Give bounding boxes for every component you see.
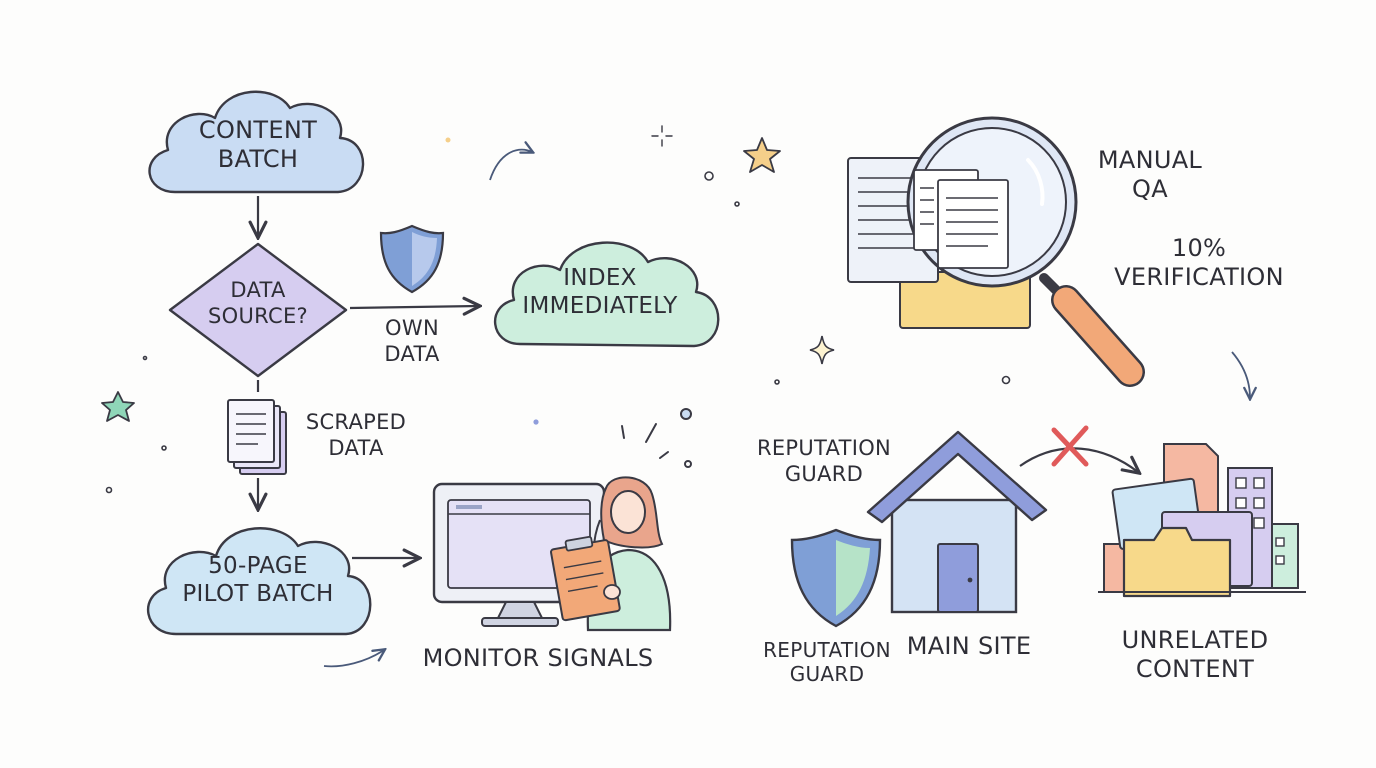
reputation-guard-bottom-line: REPUTATION — [763, 638, 891, 662]
content-batch-label-line: CONTENT — [198, 116, 318, 144]
reputation-guard-top-line: GUARD — [784, 461, 864, 486]
content-batch-label-line: BATCH — [217, 145, 299, 174]
sparkle-icon — [651, 125, 673, 147]
star-icon — [101, 391, 135, 422]
index-immediately-label: INDEX IMMEDIATELY — [502, 264, 698, 320]
decorative-dots — [105, 137, 1011, 494]
manual-qa-label-line: QA — [1132, 175, 1168, 204]
pilot-batch-cloud-icon — [147, 527, 372, 636]
manual-qa-label: MANUAL QA — [1080, 146, 1220, 205]
unrelated-content-label-line: UNRELATED — [1121, 626, 1269, 654]
own-data-label: OWN DATA — [372, 316, 452, 367]
decision-label-line: SOURCE? — [208, 303, 308, 328]
magnifier-icon — [847, 116, 1145, 387]
reputation-guard-top-label: REPUTATION GUARD — [746, 436, 902, 487]
pilot-batch-label-line: 50-PAGE — [208, 553, 308, 579]
sparkle-icon — [809, 335, 835, 365]
verification-label: 10% VERIFICATION — [1106, 234, 1292, 293]
main-site-label: MAIN SITE — [906, 632, 1032, 660]
decision-label: DATA SOURCE? — [188, 278, 328, 329]
decision-diamond-icon — [168, 242, 348, 378]
content-batch-label: CONTENT BATCH — [175, 116, 341, 175]
reputation-guard-bottom-line: GUARD — [789, 662, 865, 687]
decision-label-line: DATA — [230, 278, 286, 302]
reputation-guard-top-line: REPUTATION — [756, 436, 892, 460]
monitor-signals-label: MONITOR SIGNALS — [422, 644, 654, 672]
index-immediately-label-line: INDEX — [563, 265, 637, 291]
verification-label-line: 10% — [1171, 234, 1227, 262]
unrelated-content-label-line: CONTENT — [1135, 655, 1255, 684]
house-icon — [866, 430, 1048, 614]
unrelated-content-label: UNRELATED CONTENT — [1110, 626, 1280, 685]
index-cloud-icon — [494, 241, 720, 348]
index-immediately-label-line: IMMEDIATELY — [522, 293, 678, 320]
person-clipboard-icon — [550, 476, 672, 632]
scraped-data-label-line: SCRAPED — [305, 410, 407, 434]
decorative-curve-arrow — [489, 150, 532, 181]
content-batch-cloud-icon — [148, 90, 365, 194]
signal-lines — [621, 408, 692, 468]
manual-qa-label-line: MANUAL — [1097, 146, 1203, 174]
shield-icon — [379, 224, 445, 294]
arrow-own-data — [349, 306, 478, 308]
scraped-data-label: SCRAPED DATA — [296, 410, 416, 461]
unrelated-content-icon — [1098, 443, 1306, 598]
document-stack-icon — [227, 399, 287, 475]
own-data-label-line: DATA — [384, 341, 440, 366]
scraped-data-label-line: DATA — [328, 435, 384, 460]
arrow-qa-down — [1231, 351, 1250, 398]
verification-label-line: VERIFICATION — [1114, 263, 1284, 292]
reputation-guard-bottom-label: REPUTATION GUARD — [752, 638, 902, 687]
own-data-label-line: OWN — [385, 316, 439, 340]
arrow-rejected — [1019, 447, 1138, 472]
reputation-shield-icon — [790, 528, 882, 628]
decorative-curve-arrow — [323, 650, 384, 668]
reject-x-icon — [1051, 425, 1089, 467]
star-icon — [743, 137, 781, 173]
pilot-batch-label-line: PILOT BATCH — [182, 581, 334, 608]
pilot-batch-label: 50-PAGE PILOT BATCH — [166, 552, 350, 608]
